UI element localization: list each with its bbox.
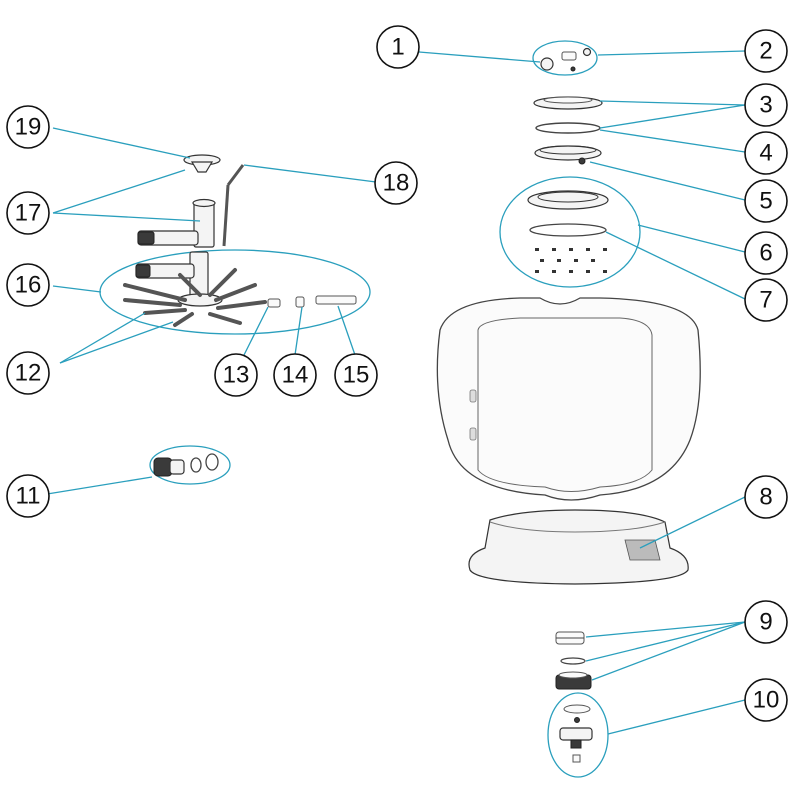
callout-18-label: 18 [383,170,410,197]
drain-assembly [555,631,592,690]
callout-7: 7 [744,278,788,322]
lid [533,96,603,110]
callout-14: 14 [273,353,317,397]
diffuser-assembly [499,176,641,288]
callout-3: 3 [744,83,788,127]
clamp-ring [534,145,602,165]
callout-4-label: 4 [759,140,772,167]
callout-13: 13 [214,353,258,397]
tank-base [468,509,689,585]
callout-12-label: 12 [15,360,42,387]
callout-3-label: 3 [759,92,772,119]
callout-6: 6 [744,231,788,275]
callout-10: 10 [744,678,788,722]
callout-5: 5 [744,179,788,223]
callout-1: 1 [376,25,420,69]
lid-o-ring [535,122,601,134]
callout-10-label: 10 [753,687,780,714]
union-fitting [149,445,231,485]
callout-4: 4 [744,131,788,175]
filter-tank [436,297,701,501]
callout-8: 8 [744,475,788,519]
leader-lines [40,50,746,735]
callout-16-label: 16 [15,272,42,299]
callout-2: 2 [744,29,788,73]
manometer-assembly [532,40,598,76]
lateral-assembly [99,249,371,335]
callout-13-label: 13 [223,362,250,389]
callout-16: 16 [6,263,50,307]
callout-17-label: 17 [15,200,42,227]
callout-15: 15 [334,353,378,397]
callout-9-label: 9 [759,609,772,636]
callout-8-label: 8 [759,484,772,511]
callout-11-label: 11 [16,483,41,510]
callout-1-label: 1 [391,34,404,61]
drain-plug-assembly [547,692,609,778]
callout-14-label: 14 [282,362,309,389]
callout-2-label: 2 [759,38,772,65]
callout-7-label: 7 [759,287,772,314]
callout-19: 19 [6,105,50,149]
callout-11: 11 [6,474,50,518]
callout-17: 17 [6,191,50,235]
callout-9: 9 [744,600,788,644]
callout-6-label: 6 [759,240,772,267]
callout-15-label: 15 [343,362,370,389]
inlet-pipe-assembly [137,154,245,248]
callout-12: 12 [6,351,50,395]
callout-5-label: 5 [759,188,772,215]
callout-18: 18 [374,161,418,205]
callout-19-label: 19 [15,114,42,141]
